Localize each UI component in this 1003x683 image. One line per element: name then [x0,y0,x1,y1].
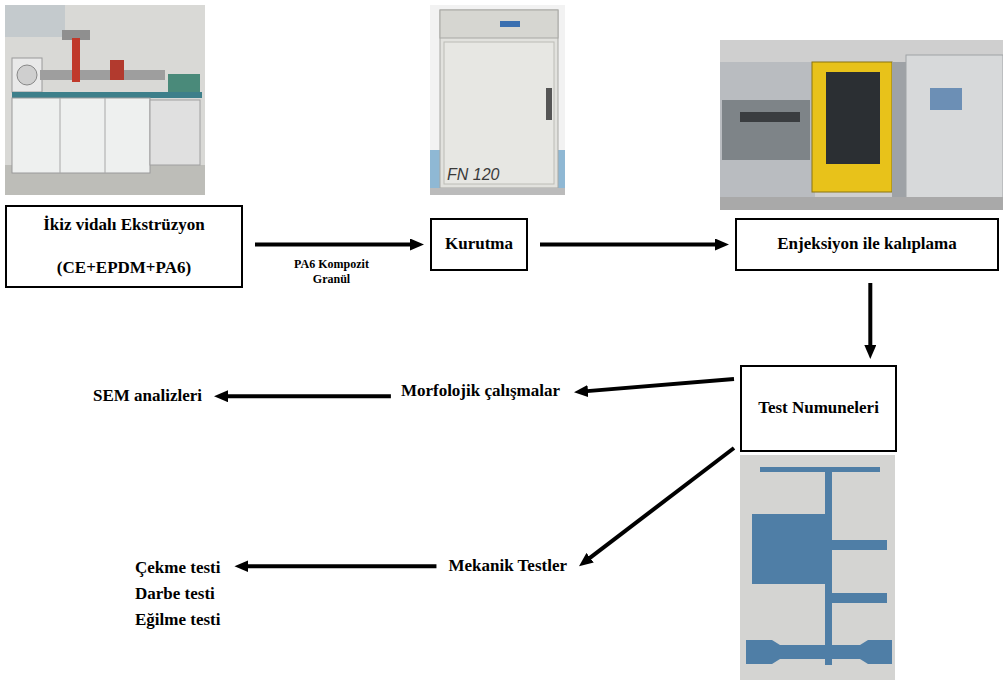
barrel [40,70,165,80]
node-text: İkiz vidalı Ekstrüzyon [43,215,205,235]
cabinet [12,98,150,173]
motor [12,58,42,92]
flow-arrow [584,379,734,391]
oven-body [440,10,558,188]
photo-background [430,5,565,195]
motor-fan [17,65,37,85]
impact-specimen [832,540,887,550]
flow-arrow [868,283,872,349]
node-text: Kurutma [445,234,513,254]
window [5,5,65,37]
floor [720,197,1003,210]
step-label: Morfolojik çalışmalar [401,381,560,401]
extruder-photo [5,5,205,195]
flow-arrow [224,394,391,398]
cabinet-door [60,98,61,173]
node-text: Enjeksiyon ile kalıplama [777,234,956,254]
process-box: Test Numuneleri [740,365,897,452]
node-text: SEM analizleri [93,386,202,406]
logo [500,21,520,27]
node-text: Eğilme testi [135,607,220,633]
screen [930,88,962,110]
test-list: Çekme testiDarbe testiEğilme testi [135,555,220,633]
photo-background [740,455,895,680]
cabinet-door [105,98,106,173]
step-label: Mekanik Testler [448,556,567,576]
oven-door [444,42,554,184]
flow-arrow [255,243,414,247]
heater [110,60,124,80]
flow-arrow [540,243,719,247]
side-table [150,100,200,165]
sprue [825,470,832,665]
photo-background [720,40,1003,210]
runner [760,467,880,472]
injection-unit [722,100,810,160]
node-text: Test Numuneleri [758,398,879,418]
hose [740,112,800,122]
node-text: Morfolojik çalışmalar [401,381,560,401]
safety-guard [812,62,892,192]
control-cabinet [906,55,1003,205]
photo-background [5,5,205,195]
test-specimens-photo [740,455,895,680]
guard-window [826,72,880,164]
node-text: Çekme testi [135,555,220,581]
process-box: Enjeksiyon ile kalıplama [735,218,999,271]
process-box: İkiz vidalı Ekstrüzyon (CE+EPDM+PA6) [5,205,243,288]
node-text: Mekanik Testler [448,556,567,576]
injection-machine-photo [720,40,1003,210]
floor [430,188,565,195]
pelletizer [168,74,200,92]
machine-body [720,62,815,197]
process-box: Kurutma [430,218,528,271]
feeder [72,38,80,82]
edge-label: PA6 Kompozit Granül [276,257,388,288]
cabinet-top [12,92,202,98]
photo-label: FN 120 [447,166,499,184]
oven-photo [430,5,565,195]
node-text: (CE+EPDM+PA6) [57,258,191,278]
node-text: Darbe testi [135,581,220,607]
result-label: SEM analizleri [93,386,202,406]
clamp-unit [892,62,906,197]
tensile-specimen [746,640,892,664]
control-strip [440,10,558,38]
flow-arrow [244,564,436,568]
impact-specimen [832,593,887,603]
flow-arrow [587,448,734,560]
plate-specimen [752,514,825,584]
door-handle [546,88,552,120]
